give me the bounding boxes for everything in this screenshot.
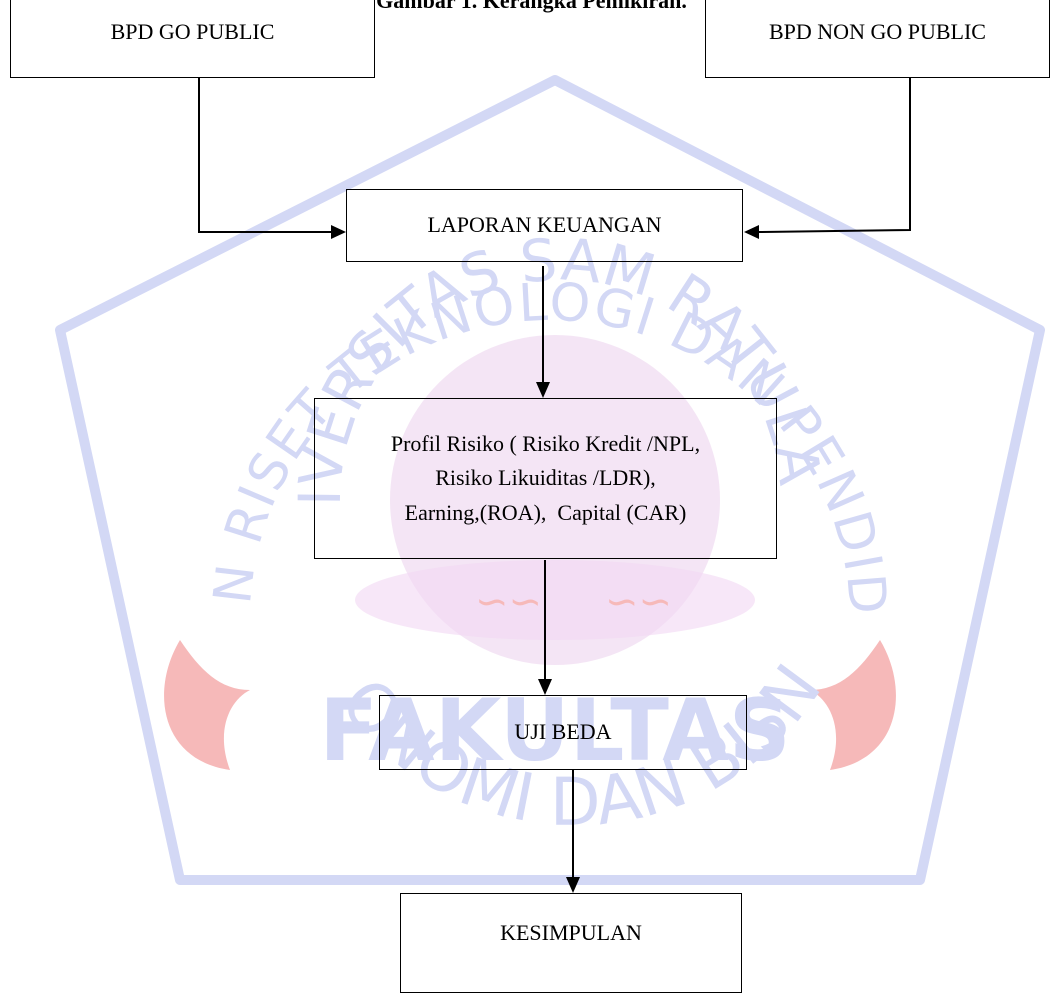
node-bpd-go-public-label: BPD GO PUBLIC (110, 19, 275, 44)
seal-right-flame (810, 640, 896, 770)
node-uji-beda-label: UJI BEDA (514, 719, 612, 745)
connector-go-to-laporan (198, 78, 331, 233)
node-kesimpulan-label: KESIMPULAN (500, 920, 642, 945)
node-profil-line2: Risiko Likuiditas /LDR), (435, 465, 656, 491)
node-laporan-keuangan-label: LAPORAN KEUANGAN (427, 212, 662, 238)
node-profil-line3: Earning,(ROA), Capital (CAR) (404, 499, 687, 525)
arrow-profil-to-uji (538, 679, 552, 695)
seal-left-flame (164, 640, 250, 770)
node-bpd-go-public: BPD GO PUBLIC (10, 0, 375, 78)
arrow-laporan-to-profil (536, 382, 550, 398)
seal-right-swirl: ∽∽ (605, 579, 672, 625)
arrow-uji-to-kesimpulan (566, 877, 580, 893)
connector-non-to-laporan (758, 78, 911, 233)
seal-pentagon-outline (55, 75, 1045, 885)
node-profil-risiko: Profil Risiko ( Risiko Kredit /NPL, Risi… (314, 398, 777, 559)
node-kesimpulan: KESIMPULAN (400, 893, 742, 993)
node-laporan-keuangan: LAPORAN KEUANGAN (346, 189, 743, 262)
arrow-go-to-laporan (331, 225, 346, 239)
node-uji-beda: UJI BEDA (379, 695, 747, 770)
node-bpd-non-go-public: BPD NON GO PUBLIC (705, 0, 1050, 78)
node-profil-line1: Profil Risiko ( Risiko Kredit /NPL, (390, 431, 701, 457)
figure-caption: Gambar 1. Kerangka Pemikiran. (376, 0, 687, 13)
arrow-non-to-laporan (744, 225, 759, 239)
seal-left-swirl: ∽∽ (475, 579, 542, 625)
seal-center-wave (355, 560, 755, 640)
node-bpd-non-go-public-label: BPD NON GO PUBLIC (769, 19, 986, 44)
seal-faculty-line1: FAKULTAS (319, 681, 790, 781)
